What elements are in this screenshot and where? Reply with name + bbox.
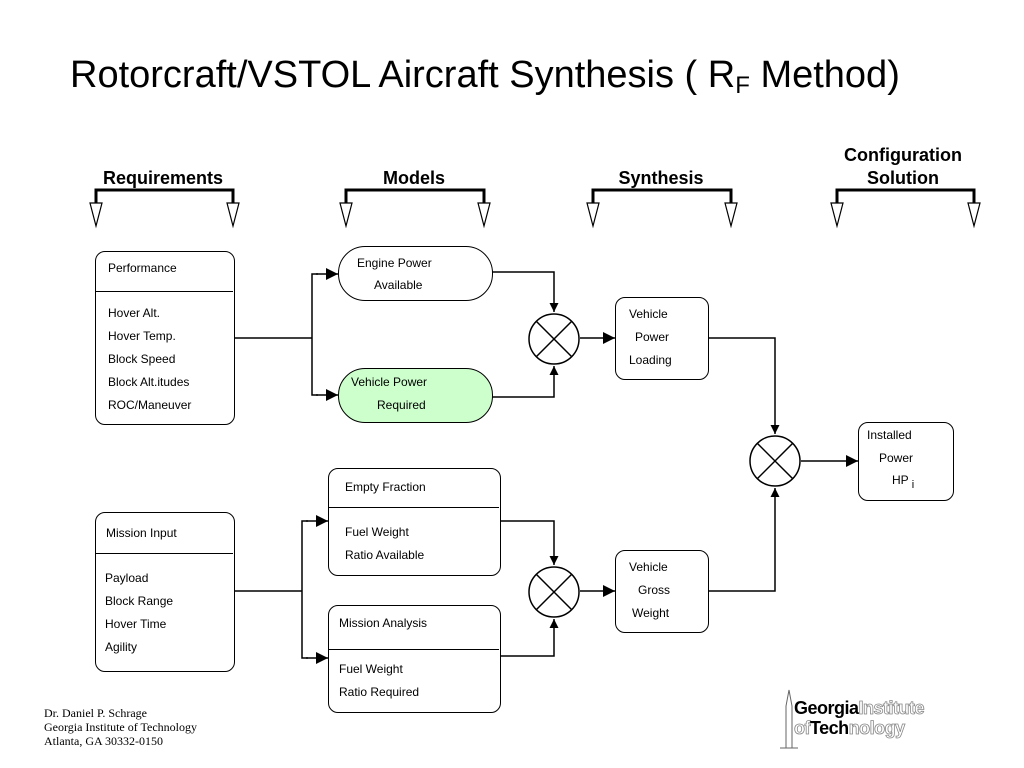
list-item: ROC/Maneuver (108, 398, 192, 412)
performance-box: Performance Hover Alt. Hover Temp. Block… (95, 251, 235, 425)
divider (96, 291, 233, 292)
mission-input-header: Mission Input (106, 526, 177, 540)
node-label: Vehicle Power (351, 375, 428, 389)
node-label: Loading (629, 353, 672, 367)
vehicle-gross-weight-box: Vehicle Gross Weight (615, 550, 709, 633)
node-label: Installed (867, 428, 912, 442)
synthesis-connectors (708, 337, 858, 592)
list-item: Hover Temp. (108, 329, 176, 343)
lower-model-connectors (500, 520, 615, 657)
vehicle-power-loading-box: Vehicle Power Loading (615, 297, 709, 380)
node-label: HP i (892, 473, 915, 491)
list-item: Block Range (105, 594, 174, 608)
upper-model-connectors (492, 271, 615, 398)
performance-split (234, 268, 338, 401)
author-credit: Dr. Daniel P. Schrage Georgia Institute … (44, 706, 198, 748)
empty-fraction-box: Empty Fraction Fuel Weight Ratio Availab… (328, 468, 501, 576)
node-label: Power (635, 330, 670, 344)
list-item: Agility (105, 640, 138, 654)
upper-summing-junction (528, 313, 580, 365)
synthesis-bracket (591, 188, 733, 203)
divider (329, 507, 499, 508)
node-label: Fuel Weight (345, 525, 409, 539)
node-label: Ratio Available (345, 548, 425, 562)
node-label: Vehicle (629, 560, 668, 574)
node-label: Vehicle (629, 307, 668, 321)
list-item: Block Speed (108, 352, 176, 366)
list-item: Hover Time (105, 617, 167, 631)
header-down-arrows (89, 202, 981, 229)
divider (329, 649, 499, 650)
list-item: Payload (105, 571, 149, 585)
georgia-tech-logo: GeorgiaInstitute ofTechnology (794, 698, 925, 739)
mission-input-box: Mission Input Payload Block Range Hover … (95, 512, 235, 672)
node-label: Required (377, 398, 426, 412)
requirements-bracket (94, 188, 235, 203)
node-label: Power (879, 451, 914, 465)
synthesis-header: Synthesis (618, 168, 704, 188)
engine-power-available-node: Engine Power Available (338, 246, 493, 301)
list-item: Hover Alt. (108, 306, 161, 320)
mission-analysis-header: Mission Analysis (339, 616, 428, 630)
node-label: Ratio Required (339, 685, 420, 699)
performance-header: Performance (108, 261, 177, 275)
configuration-header: Configuration Solution (844, 145, 962, 188)
lower-summing-junction (528, 566, 580, 618)
node-label: Weight (632, 606, 670, 620)
requirements-header: Requirements (102, 168, 224, 188)
configuration-bracket (835, 188, 976, 203)
installed-power-box: Installed Power HP i (858, 422, 954, 501)
logo-tower-icon (780, 689, 798, 749)
models-header: Models (382, 168, 445, 188)
node-label: Fuel Weight (339, 662, 403, 676)
divider (96, 553, 233, 554)
empty-fraction-header: Empty Fraction (345, 480, 426, 494)
node-label: Engine Power (357, 256, 432, 270)
list-item: Block Alt.itudes (108, 375, 190, 389)
slide-title: Rotorcraft/VSTOL Aircraft Synthesis ( RF… (70, 54, 900, 99)
mission-split (234, 515, 328, 664)
title-subscript: F (735, 72, 750, 99)
node-label: Available (374, 278, 423, 292)
node-label: Gross (638, 583, 671, 597)
models-bracket (344, 188, 486, 203)
mission-analysis-box: Mission Analysis Fuel Weight Ratio Requi… (328, 605, 501, 713)
vehicle-power-required-node: Vehicle Power Required (338, 368, 493, 423)
final-summing-junction (749, 435, 801, 487)
